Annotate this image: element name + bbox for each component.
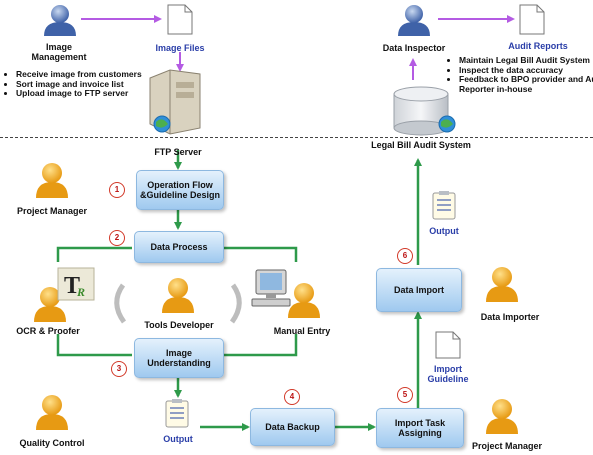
step-number-3: 3 xyxy=(111,361,127,377)
tools-developer-person-icon xyxy=(162,278,194,313)
manual-entry-person-icon xyxy=(288,283,320,318)
output-bottom-document-icon xyxy=(165,399,189,428)
project-manager-top-label: Project Manager xyxy=(16,206,88,216)
step-number-2: 2 xyxy=(109,230,125,246)
task-receive-image: Receive image from customers xyxy=(16,69,156,80)
data-importer-person-icon xyxy=(486,267,518,302)
step-number-4: 4 xyxy=(284,389,300,405)
import-guideline-label: Import Guideline xyxy=(427,364,469,384)
manual-entry-label: Manual Entry xyxy=(273,326,331,336)
legal-bill-audit-system-label: Legal Bill Audit System xyxy=(371,140,471,150)
output-right-label: Output xyxy=(429,226,459,236)
ftp-server-icon xyxy=(149,69,201,135)
image-files-label: Image Files xyxy=(155,43,205,53)
step-operation-flow: Operation Flow &Guideline Design xyxy=(136,170,224,210)
image-management-person-icon xyxy=(44,5,76,36)
tools-developer-label: Tools Developer xyxy=(144,320,214,330)
image-management-label: Image Management xyxy=(31,42,87,62)
database-icon xyxy=(393,86,456,136)
task-maintain-system: Maintain Legal Bill Audit System xyxy=(459,55,593,66)
loop-left-top xyxy=(56,246,132,262)
audit-reports-document-icon xyxy=(519,4,545,35)
output-bottom-label: Output xyxy=(163,434,193,444)
step-import-task-assigning: Import Task Assigning xyxy=(376,408,464,448)
step-image-understanding: Image Understanding xyxy=(134,338,224,378)
step-number-6: 6 xyxy=(397,248,413,264)
ftp-server-label: FTP Server xyxy=(154,147,202,157)
step-data-import: Data Import xyxy=(376,268,462,312)
section-divider xyxy=(0,137,593,138)
data-inspector-person-icon xyxy=(398,5,430,36)
task-upload-image: Upload image to FTP server xyxy=(16,89,156,99)
data-inspector-label: Data Inspector xyxy=(382,43,446,53)
ocr-proofer-label: OCR & Proofer xyxy=(16,326,80,336)
svg-text:T: T xyxy=(64,273,80,299)
task-sort-image: Sort image and invoice list xyxy=(16,79,156,90)
image-management-tasks: Receive image from customers Sort image … xyxy=(4,69,156,99)
audit-reports-label: Audit Reports xyxy=(508,41,568,51)
image-files-document-icon xyxy=(167,4,193,35)
import-guideline-document-icon xyxy=(435,331,461,359)
loop-right-bottom xyxy=(222,334,298,357)
computer-icon xyxy=(251,269,291,307)
ocr-tool-icon: T R xyxy=(57,267,95,301)
project-manager-bottom-label: Project Manager xyxy=(471,441,543,451)
step-number-5: 5 xyxy=(397,387,413,403)
task-feedback: Feedback to BPO provider and Audit Repor… xyxy=(459,74,593,94)
project-manager-top-person-icon xyxy=(36,163,68,198)
quality-control-person-icon xyxy=(36,395,68,430)
ocr-proofer-person-icon xyxy=(34,287,66,322)
cycle-arrow-left xyxy=(114,283,127,324)
quality-control-label: Quality Control xyxy=(19,438,85,448)
step-data-process: Data Process xyxy=(134,231,224,263)
task-inspect-accuracy: Inspect the data accuracy xyxy=(459,65,593,76)
project-manager-bottom-person-icon xyxy=(486,399,518,434)
step-number-1: 1 xyxy=(109,182,125,198)
step-data-backup: Data Backup xyxy=(250,408,335,446)
loop-left-bottom xyxy=(56,334,132,357)
output-right-document-icon xyxy=(432,191,456,220)
data-inspector-tasks: Maintain Legal Bill Audit System Inspect… xyxy=(447,55,593,94)
loop-right-top xyxy=(222,246,298,262)
svg-text:R: R xyxy=(76,285,85,299)
data-importer-label: Data Importer xyxy=(480,312,540,322)
cycle-arrow-right xyxy=(229,283,242,324)
